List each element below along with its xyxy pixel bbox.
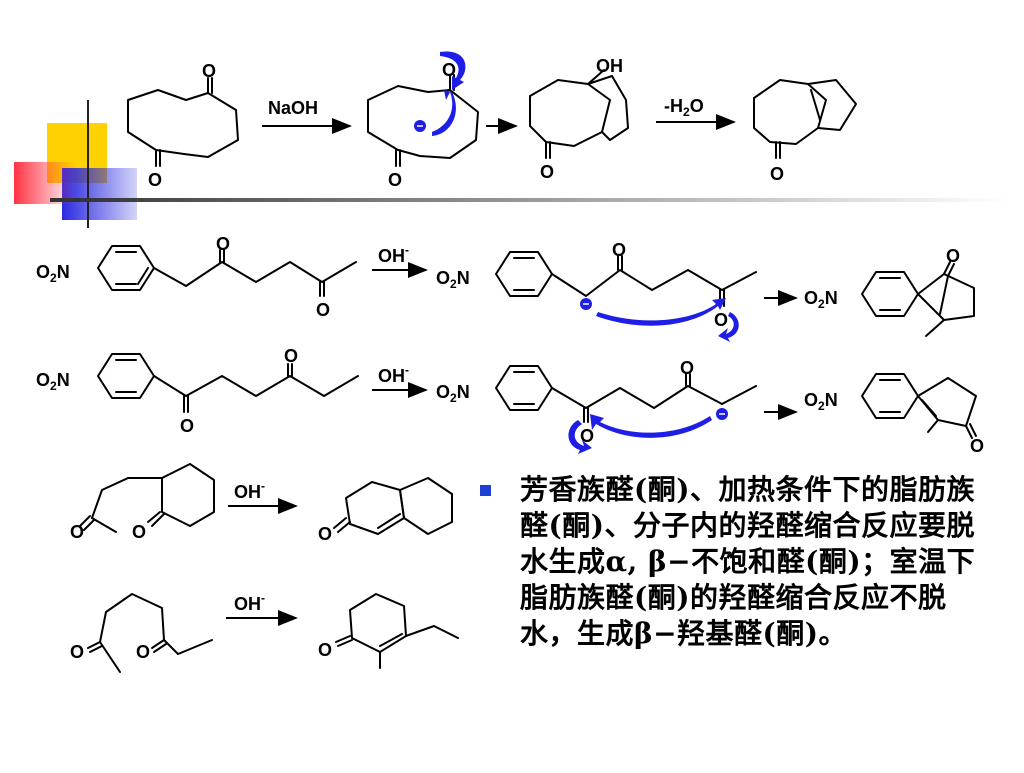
atom-O: O xyxy=(202,61,216,81)
atom-O: O xyxy=(316,300,330,320)
nitro-group: O2N xyxy=(36,370,70,393)
cyclopentenone: O xyxy=(917,377,984,456)
nitro-group: O2N xyxy=(436,268,470,291)
nitro-group: O2N xyxy=(804,288,838,311)
scheme-row-2: O2N O O OH- O2N O O O2N xyxy=(36,234,975,342)
atom-O: O xyxy=(318,640,332,660)
reagent-oh: OH- xyxy=(378,363,409,386)
atom-O: O xyxy=(970,436,984,456)
scheme-row-1: O O NaOH O O OH O xyxy=(127,51,857,190)
atom-O: O xyxy=(318,524,332,544)
aryl-ring xyxy=(97,245,155,291)
bicyclic-enone-product: O xyxy=(753,79,857,184)
nitro-group: O2N xyxy=(36,262,70,285)
aryl-ring xyxy=(97,353,155,399)
atom-O: O xyxy=(612,240,626,260)
bullet-icon xyxy=(480,485,491,496)
scheme-row-5: O O OH- O xyxy=(70,591,459,673)
scheme-row-3: O2N O O OH- O2N O O O2N xyxy=(36,346,984,456)
reagent-naoh: NaOH xyxy=(268,98,318,118)
note-text: 芳香族醛(酮)、加热条件下的脂肪族醛(酮)、分子内的羟醛缩合反应要脱水生成α, … xyxy=(520,473,976,650)
atom-O: O xyxy=(132,522,146,542)
enolate-intermediate: O O xyxy=(367,51,479,190)
atom-O: O xyxy=(70,642,84,662)
atom-O: O xyxy=(148,170,162,190)
curved-arrow-icon xyxy=(440,51,466,90)
atom-O: O xyxy=(284,346,298,366)
curved-arrow-icon xyxy=(596,298,726,326)
curved-arrow-icon xyxy=(432,90,456,136)
cyclohexenone-product: O xyxy=(318,593,459,669)
aryl-ring xyxy=(495,365,553,411)
atom-O: O xyxy=(946,246,960,266)
scheme-row-4: O O OH- O xyxy=(70,463,453,544)
atom-OH: OH xyxy=(596,56,623,76)
atom-O: O xyxy=(714,310,728,330)
reagent-oh: OH- xyxy=(234,591,265,614)
curved-arrow-icon xyxy=(718,312,739,342)
cyclohexanone-ring: O xyxy=(132,463,215,542)
aryl-ring xyxy=(861,373,919,419)
atom-O: O xyxy=(680,358,694,378)
atom-O: O xyxy=(136,642,150,662)
curved-arrow-icon xyxy=(590,414,712,438)
aryl-ring xyxy=(495,251,553,297)
octalone-product: O xyxy=(318,477,453,544)
nitro-group: O2N xyxy=(804,390,838,413)
atom-O: O xyxy=(580,426,594,446)
nitro-group: O2N xyxy=(436,382,470,405)
cyclopentenone: O xyxy=(917,246,975,337)
atom-O: O xyxy=(70,522,84,542)
reagent-dehydrate: -H2O xyxy=(664,96,704,119)
reagent-oh: OH- xyxy=(234,479,265,502)
atom-O: O xyxy=(770,164,784,184)
cyclodecanedione: O O xyxy=(127,61,239,190)
slide-decoration xyxy=(14,100,1010,228)
reagent-oh: OH- xyxy=(378,243,409,266)
atom-O: O xyxy=(180,416,194,436)
bicyclic-aldol-product: OH O xyxy=(529,56,629,182)
atom-O: O xyxy=(388,170,402,190)
atom-O: O xyxy=(216,234,230,254)
atom-O: O xyxy=(442,60,456,80)
atom-O: O xyxy=(540,162,554,182)
curved-arrow-icon xyxy=(568,420,592,454)
aryl-ring xyxy=(861,271,919,317)
